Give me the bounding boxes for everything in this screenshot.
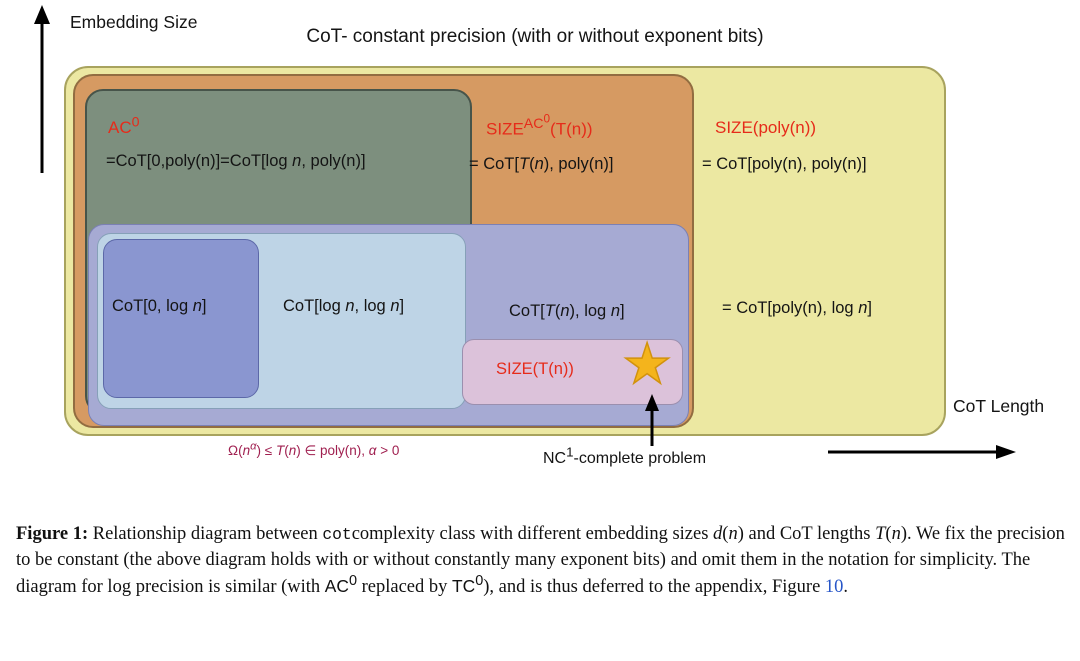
label-size-poly: SIZE(poly(n))	[715, 118, 817, 137]
label-cot-logn-logn: CoT[log n, log n]	[283, 297, 405, 315]
x-axis-arrow	[828, 445, 1016, 459]
nc1-arrow	[645, 394, 659, 446]
figure-caption: Figure 1: Relationship diagram between c…	[16, 521, 1068, 601]
label-cot-0-logn: CoT[0, log n]	[112, 297, 207, 315]
label-size-ac0-formula: = CoT[T(n), poly(n)]	[469, 155, 614, 173]
star-icon: ★	[621, 332, 673, 395]
label-size-ac0: SIZEAC0(T(n))	[486, 111, 593, 139]
label-ac0-formula: =CoT[0,poly(n)]=CoT[log n, poly(n)]	[106, 152, 366, 170]
x-axis-label: CoT Length	[953, 396, 1045, 416]
caption-end: .	[843, 577, 849, 598]
figure-10-link[interactable]: 10	[824, 577, 844, 598]
label-ac0: AC0	[108, 114, 140, 137]
label-cot-tn-logn: CoT[T(n), log n]	[509, 302, 625, 320]
region-size-tn-box	[462, 339, 683, 405]
y-axis-label: Embedding Size	[70, 12, 198, 32]
y-axis-arrow	[34, 5, 50, 173]
nc1-label: NC1-complete problem	[543, 444, 707, 467]
constraint-note: Ω(nα) ≤ T(n) ∈ poly(n), α > 0	[228, 440, 400, 458]
label-size-tn: SIZE(T(n))	[496, 360, 574, 378]
region-cot-0-logn-box	[103, 239, 259, 398]
label-cot-poly-logn: = CoT[poly(n), log n]	[722, 299, 872, 317]
caption-body: Figure 1: Relationship diagram between c…	[16, 523, 1065, 598]
label-size-poly-formula: = CoT[poly(n), poly(n)]	[702, 155, 867, 173]
diagram-title: CoT- constant precision (with or without…	[306, 26, 764, 47]
